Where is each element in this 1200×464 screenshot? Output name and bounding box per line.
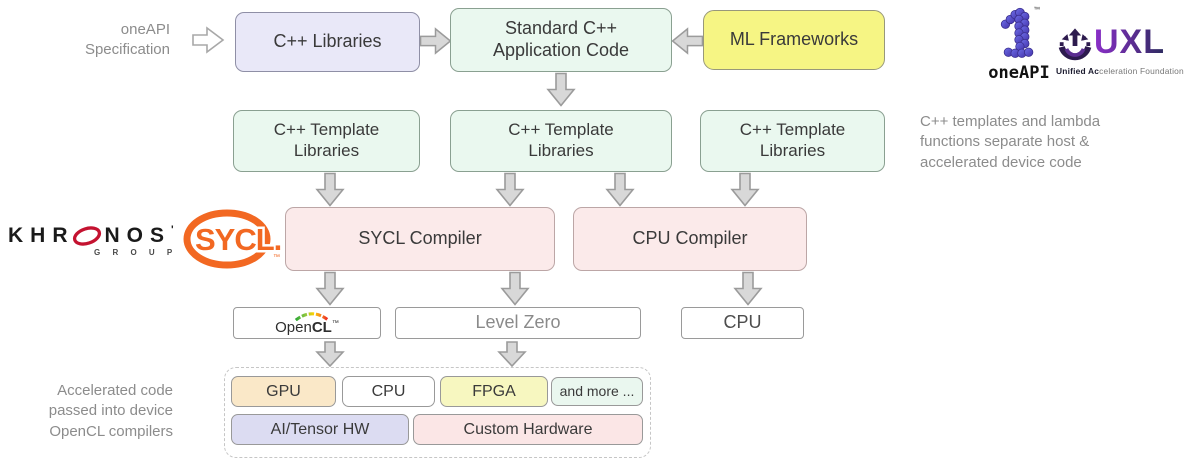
hardware-group-container — [224, 367, 651, 458]
node-label: Standard C++ Application Code — [492, 18, 630, 60]
node-hw-fpga: FPGA — [440, 376, 548, 407]
opencl-cl: CL — [311, 318, 332, 336]
node-label: C++ Template Libraries — [739, 120, 846, 160]
oneapi-spec-note: oneAPI Specification — [84, 21, 170, 59]
node-label: SYCL Compiler — [358, 228, 482, 249]
uxl-subtitle: Unified Acceleration Foundation — [1056, 66, 1188, 76]
oneapi-tm: ™ — [1033, 7, 1040, 14]
khronos-nos: NOS — [104, 224, 172, 247]
node-label: FPGA — [472, 382, 516, 400]
opencl-rainbow-arc-icon — [294, 311, 330, 321]
node-label: C++ Template Libraries — [273, 120, 380, 160]
flow-arrow-down-icon — [497, 341, 527, 367]
khronos-logo: KHR NOS' G R O U P — [8, 224, 178, 258]
oneapi-logo: ™ oneAPI — [977, 4, 1061, 83]
node-cpu-compiler: CPU Compiler — [573, 207, 807, 271]
opencl-tm: ™ — [331, 319, 339, 327]
node-label: AI/Tensor HW — [270, 420, 370, 438]
flow-arrow-down-icon — [315, 341, 345, 367]
node-label: C++ Libraries — [273, 31, 382, 52]
flow-arrow-down-icon — [605, 172, 635, 207]
opencl-open: Open — [275, 318, 312, 336]
node-label: CPU — [723, 312, 762, 333]
node-level-zero: Level Zero — [395, 307, 641, 339]
node-ml-frameworks: ML Frameworks — [703, 10, 885, 70]
oneapi-wordmark: oneAPI — [988, 63, 1050, 83]
node-template-libraries-3: C++ Template Libraries — [700, 110, 885, 172]
node-hw-ai-tensor: AI/Tensor HW — [231, 414, 409, 445]
node-label: C++ Template Libraries — [508, 120, 614, 160]
node-hw-custom-hardware: Custom Hardware — [413, 414, 643, 445]
flow-arrow-right-icon — [419, 27, 452, 55]
sycl-logo: SYCL. ™ — [183, 209, 283, 269]
flow-arrow-down-icon — [733, 271, 763, 306]
node-standard-cpp-app-code: Standard C++ Application Code — [450, 8, 672, 72]
opencl-wordmark: OpenCL™ — [275, 320, 339, 335]
node-sycl-compiler: SYCL Compiler — [285, 207, 555, 271]
node-label: CPU Compiler — [632, 228, 748, 249]
node-label: Custom Hardware — [463, 420, 593, 438]
node-template-libraries-2: C++ Template Libraries — [450, 110, 672, 172]
oneapi-icon: ™ — [1000, 7, 1040, 58]
flow-arrow-down-icon — [546, 72, 576, 107]
uxl-subtitle-rest: celeration Foundation — [1099, 66, 1184, 76]
flow-arrow-down-icon — [495, 172, 525, 207]
khronos-khr: KHR — [8, 224, 75, 247]
khronos-o-swoosh-icon — [72, 226, 101, 246]
khronos-trademark-tick: ' — [171, 223, 174, 236]
node-hw-cpu: CPU — [342, 376, 435, 407]
accelerated-note: Accelerated code passed into device Open… — [48, 382, 173, 440]
flow-arrow-down-icon — [730, 172, 760, 207]
khronos-group-label: G R O U P — [94, 248, 178, 257]
node-hw-gpu: GPU — [231, 376, 336, 407]
templates-note: C++ templates and lambda functions separ… — [920, 113, 1101, 171]
uxl-icon — [1058, 28, 1092, 61]
node-label: CPU — [371, 382, 406, 400]
spec-outline-arrow-icon — [192, 26, 225, 54]
node-hw-and-more: and more ... — [551, 377, 643, 406]
flow-arrow-down-icon — [500, 271, 530, 306]
node-template-libraries-1: C++ Template Libraries — [233, 110, 420, 172]
flow-arrow-left-icon — [671, 27, 704, 55]
node-cpp-libraries: C++ Libraries — [235, 12, 420, 72]
node-label: GPU — [266, 382, 301, 400]
uxl-wordmark: UXL — [1094, 23, 1165, 61]
opencl-logo: OpenCL™ — [275, 311, 339, 335]
flow-arrow-down-icon — [315, 172, 345, 207]
node-label: Level Zero — [475, 312, 561, 333]
sycl-wordmark: SYCL. — [195, 222, 281, 257]
node-cpu-backend: CPU — [681, 307, 804, 339]
flow-arrow-down-icon — [315, 271, 345, 306]
sycl-tm: ™ — [273, 254, 280, 261]
node-label: and more ... — [559, 382, 635, 399]
node-opencl: OpenCL™ — [233, 307, 381, 339]
uxl-subtitle-bold: Unified Ac — [1056, 66, 1100, 76]
uxl-logo: UXL Unified Acceleration Foundation — [1056, 23, 1188, 76]
node-label: ML Frameworks — [729, 29, 859, 50]
